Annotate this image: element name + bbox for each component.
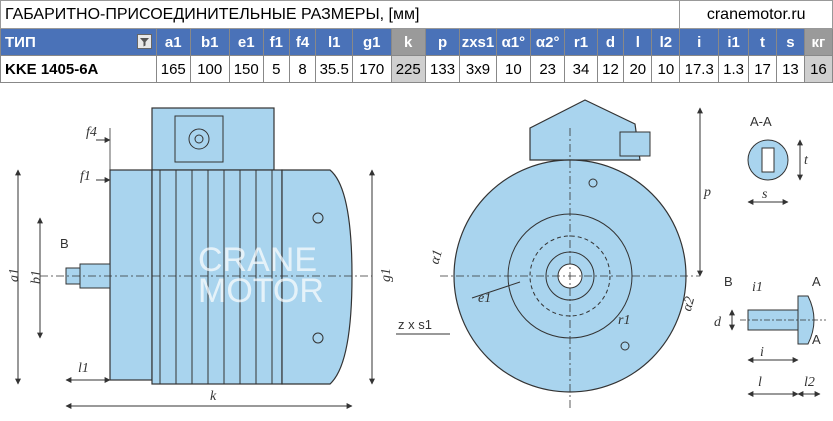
label-zxs1: z x s1 — [398, 317, 432, 332]
value-cell: 8 — [288, 55, 317, 83]
column-header: t — [748, 28, 777, 56]
value-cell: 17.3 — [679, 55, 720, 83]
label-k: k — [210, 389, 217, 404]
label-p: p — [703, 185, 711, 200]
column-header: i1 — [718, 28, 750, 56]
section-title: A-A — [750, 114, 772, 129]
column-header-type[interactable]: ТИП — [0, 28, 157, 56]
watermark-line-2: MOTOR — [198, 272, 324, 310]
column-header: l2 — [651, 28, 681, 56]
value-cell: 3x9 — [459, 55, 497, 83]
value-cell: 20 — [623, 55, 653, 83]
label-alpha2: α2 — [680, 295, 698, 313]
value-cell: 165 — [155, 55, 191, 83]
value-cell: 1.3 — [718, 55, 750, 83]
column-header: l1 — [315, 28, 353, 56]
label-l2: l2 — [804, 375, 815, 390]
value-cell: 10 — [651, 55, 681, 83]
value-cell: 10 — [495, 55, 532, 83]
filter-icon[interactable] — [136, 34, 152, 49]
label-i: i — [760, 345, 764, 360]
label-b-shaft: B — [724, 274, 733, 289]
label-d: d — [714, 315, 722, 330]
site-name: cranemotor.ru — [679, 0, 833, 29]
cooling-fins — [159, 170, 273, 384]
value-cell: 23 — [530, 55, 566, 83]
label-t: t — [804, 153, 809, 168]
table-row: KKE 1405-6A 165 100 150 5 8 35.5 170 225… — [0, 55, 833, 83]
value-cell: 13 — [775, 55, 805, 83]
column-header: α1° — [495, 28, 532, 56]
column-header: f1 — [262, 28, 290, 56]
value-cell: 12 — [596, 55, 625, 83]
front-view: p α1 α2 e1 r1 z x s1 — [396, 99, 711, 408]
label-alpha1: α1 — [428, 248, 446, 266]
section-aa: A-A t s — [747, 114, 809, 205]
label-g1: g1 — [379, 268, 394, 282]
value-cell: 17 — [748, 55, 777, 83]
label-l1: l1 — [78, 361, 89, 376]
column-header: α2° — [530, 28, 566, 56]
value-cell: 133 — [424, 55, 461, 83]
technical-drawing: CRANE MOTOR f4 f1 B a1 b1 g1 l1 k — [7, 99, 826, 409]
value-cell: 5 — [262, 55, 290, 83]
dimensions-table: ГАБАРИТНО-ПРИСОЕДИНИТЕЛЬНЫЕ РАЗМЕРЫ, [мм… — [0, 0, 833, 83]
column-header: d — [596, 28, 625, 56]
label-f4: f4 — [86, 125, 97, 140]
column-header: g1 — [351, 28, 392, 56]
column-header: r1 — [564, 28, 598, 56]
value-cell: 170 — [351, 55, 392, 83]
label-b1: b1 — [29, 270, 44, 284]
column-header: кг — [803, 28, 833, 56]
column-header: l — [623, 28, 653, 56]
column-header: e1 — [228, 28, 264, 56]
model-cell: KKE 1405-6A — [0, 55, 157, 83]
shaft-detail: B A A i1 d i l l2 — [714, 274, 826, 397]
value-cell: 150 — [228, 55, 264, 83]
column-header: i — [679, 28, 720, 56]
cable-gland — [174, 115, 224, 163]
side-view: CRANE MOTOR f4 f1 B a1 b1 g1 l1 k — [7, 107, 394, 409]
flange — [109, 169, 153, 381]
label-e1: e1 — [478, 291, 491, 306]
page-title: ГАБАРИТНО-ПРИСОЕДИНИТЕЛЬНЫЕ РАЗМЕРЫ, [мм… — [0, 0, 681, 29]
value-cell: 225 — [390, 55, 426, 83]
label-a-bottom: A — [812, 332, 821, 347]
value-cell: 100 — [189, 55, 230, 83]
column-header: p — [424, 28, 461, 56]
label-l: l — [758, 375, 762, 390]
label-r1: r1 — [618, 313, 630, 328]
column-header: a1 — [155, 28, 191, 56]
column-header: s — [775, 28, 805, 56]
column-header: k — [390, 28, 426, 56]
motor-body — [151, 169, 283, 385]
label-b-small: B — [60, 236, 69, 251]
label-i1: i1 — [752, 280, 763, 295]
value-cell: 16 — [803, 55, 833, 83]
fan-cover — [281, 169, 353, 385]
column-header: zxs1 — [459, 28, 497, 56]
label-f1: f1 — [80, 169, 91, 184]
column-header: b1 — [189, 28, 230, 56]
watermark-line-1: CRANE — [198, 241, 317, 279]
value-cell: 35.5 — [315, 55, 353, 83]
label-a-top: A — [812, 274, 821, 289]
table-header-row: ТИП a1 b1 e1 f1 f4 l1 g1 k p zxs1 α1° α2… — [0, 28, 833, 56]
gland-circle-icon — [188, 128, 210, 150]
column-header: f4 — [288, 28, 317, 56]
label-a1: a1 — [7, 268, 22, 282]
value-cell: 34 — [564, 55, 598, 83]
label-s: s — [762, 187, 768, 202]
